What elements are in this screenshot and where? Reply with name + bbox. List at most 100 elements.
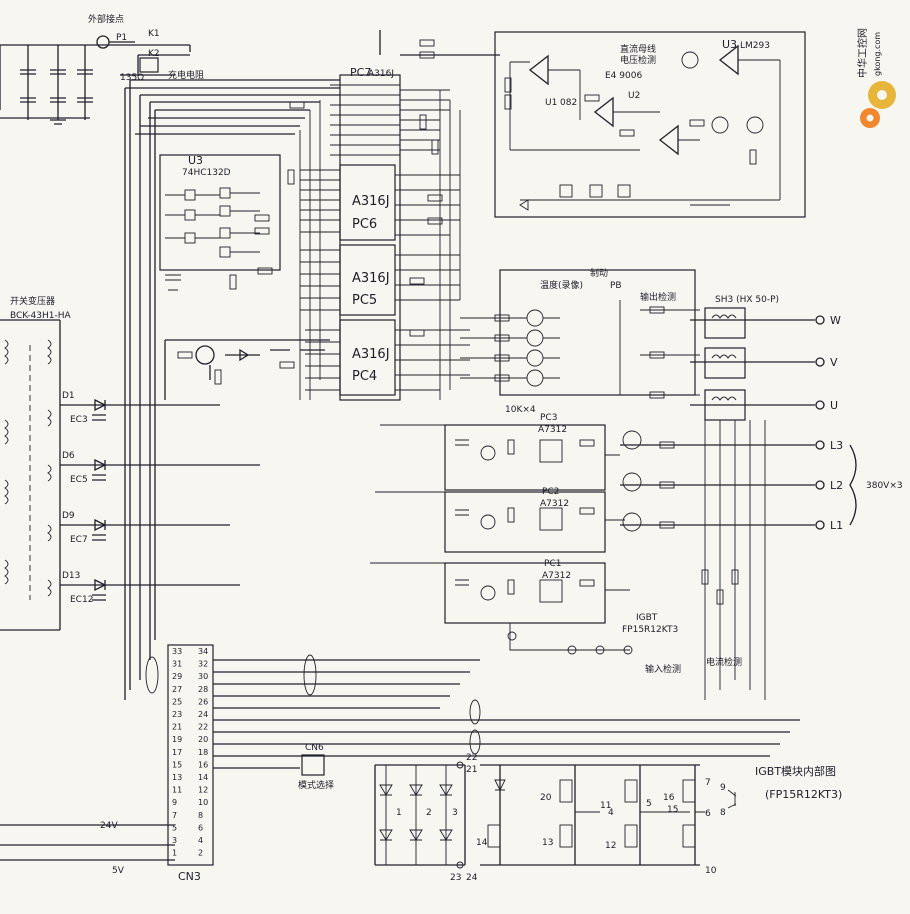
pin-15: 15 [667,805,678,815]
cn3-pin-right: 10 [198,798,208,807]
cn3-pin-left: 21 [172,723,182,732]
cn3-pin-right: 16 [198,760,208,769]
pin-22: 22 [466,753,477,763]
current-detect-label: 电流检测 [706,656,742,668]
brake-label: 制动 [590,267,608,279]
u3-name: U3 [188,154,203,167]
pin-11: 11 [600,801,611,811]
pin-24: 24 [466,873,478,883]
cn3-pin-left: 5 [172,823,177,832]
pin-4: 4 [608,808,614,818]
cn3-name: CN3 [178,870,201,883]
watermark: 中华工控网 gkong.com [856,28,896,128]
u1-name: U1 [545,98,557,108]
charge-resistor-label: 充电电阻 [168,69,204,81]
input-detect-label: 输入检测 [645,663,681,675]
pin-9: 9 [720,783,726,793]
cn6-note: 模式选择 [298,779,334,791]
pin-5: 5 [646,799,652,809]
cn3-pin-right: 24 [198,710,208,719]
cn3-pin-left: 25 [172,697,182,706]
cap-ec12: EC12 [70,595,93,605]
cn3-pin-left: 27 [172,685,182,694]
pin-16: 16 [663,793,675,803]
pc6-chip: A316J [352,194,390,209]
pc2-name: PC2 [542,487,559,497]
output-v: V [830,356,838,369]
pc2-part: A7312 [540,499,569,509]
cap-ec7: EC7 [70,535,88,545]
diode-6: D6 [62,451,75,461]
input-note: 380V×3 [866,481,903,491]
cn3-pin-left: 19 [172,735,182,744]
cn3-pin-right: 32 [198,660,208,669]
pin-20: 20 [540,793,552,803]
r135-label: 135Ω [120,73,144,83]
pin-8: 8 [720,808,726,818]
pc1-name: PC1 [544,559,561,569]
input-l3: L3 [830,439,843,452]
sh3-name: SH3 (HX 50-P) [715,295,779,305]
cn3-pin-right: 20 [198,735,208,744]
igbt-title-line2: (FP15R12KT3) [765,788,842,801]
bus-res-label: 10K×4 [505,405,536,415]
cn3-pin-left: 9 [172,798,177,807]
pc4-chip: A316J [352,347,390,362]
isolation-amps: PC3 A7312 PC2 A7312 PC1 A7312 IGBT FP15R… [370,413,681,675]
output-w: W [830,314,841,327]
k1-label: K1 [148,29,160,39]
cn3-pin-right: 2 [198,849,203,858]
igbt-part-label: FP15R12KT3 [622,625,678,635]
pin-6: 6 [705,809,711,819]
gate-driver-stack: PC7 A316J A316J PC6 A316J PC5 A316J PC4 [287,39,470,401]
pc3-name: PC3 [540,413,557,423]
pc4-name: PC4 [352,369,377,384]
cn3-pin-right: 30 [198,672,208,681]
cn3-pin-left: 29 [172,672,182,681]
watermark-brand: 中华工控网 [856,28,869,78]
watermark-url: gkong.com [873,32,882,76]
igbt-label: IGBT [636,613,658,623]
cn3-pin-right: 18 [198,748,208,757]
cn3-pin-right: 14 [198,773,208,782]
pc1-part: A7312 [542,571,571,581]
capacitor-bank [0,44,150,125]
pc7-name: PC7 [350,66,371,79]
u3b-name: U3 [722,38,737,51]
cn3-pin-right: 6 [198,823,203,832]
pin-3: 3 [452,808,458,818]
v24-label: 24V [100,821,118,831]
diode-13: D13 [62,571,80,581]
pin-12: 12 [605,841,616,851]
cn3-pin-left: 31 [172,660,182,669]
hall-title1: 直流母线 [620,43,656,55]
pc6-name: PC6 [352,217,377,232]
igbt-title-line1: IGBT模块内部图 [755,764,836,778]
cn3-pin-left: 1 [172,849,177,858]
pc7-chip: A316J [368,69,394,79]
pc5-chip: A316J [352,271,390,286]
cn3-pin-left: 17 [172,748,182,757]
cn3-pin-right: 22 [198,723,208,732]
pin-1: 1 [396,808,402,818]
pin-7: 7 [705,778,711,788]
aux-rectifiers: D1 D6 D9 D13 EC3 EC5 EC7 EC12 [60,391,260,605]
pin-2: 2 [426,808,432,818]
transformer-name: 开关变压器 [10,295,55,307]
cn3-pin-left: 7 [172,811,177,820]
cap-ec5: EC5 [70,475,88,485]
output-u: U [830,399,838,412]
cn3-pin-left: 23 [172,710,182,719]
bus-voltage-detect: U1 082 U2 U3 LM293 直流母线 电压检测 E4 9006 [494,31,806,218]
detect-label: 输出检测 [640,291,676,303]
p1-label: P1 [116,33,127,43]
cn3-pin-right: 12 [198,786,208,795]
hall-title3: E4 9006 [605,71,642,81]
u3-part: 74HC132D [182,168,231,178]
cn3-pin-right: 34 [198,647,208,656]
current-sensors: SH3 (HX 50-P) W V U L3 L2 L1 380V×3 电流检测 [620,295,903,700]
cn6-connector: CN6 模式选择 [298,743,334,791]
